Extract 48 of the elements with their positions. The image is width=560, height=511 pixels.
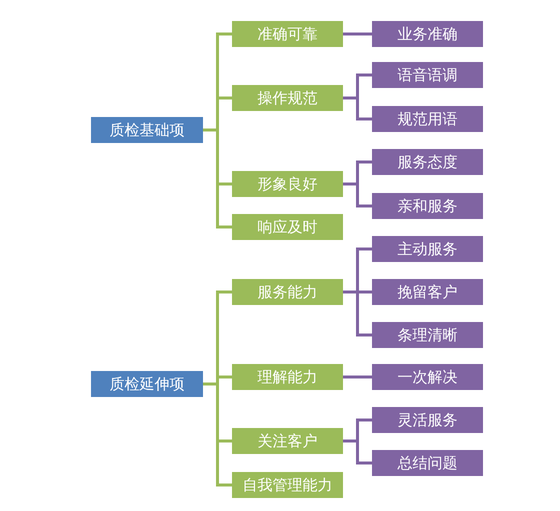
node-label: 挽留客户 [398, 284, 458, 300]
node-label: 业务准确 [398, 26, 458, 42]
node-label: 质检基础项 [110, 122, 184, 138]
item-box [372, 21, 483, 47]
criterion-box [232, 472, 343, 498]
criterion-box [232, 214, 343, 240]
node-label: 质检延伸项 [110, 376, 184, 392]
tree-connector [343, 32, 372, 36]
node-label: 理解能力 [258, 370, 318, 384]
node-label: 准确可靠 [258, 26, 318, 42]
item-box [372, 322, 483, 348]
node-label: 一次解决 [398, 370, 458, 384]
node-label: 关注客户 [258, 434, 318, 448]
item-box [372, 106, 483, 132]
node-label: 灵活服务 [398, 412, 458, 428]
item-box [372, 236, 483, 262]
node-label: 服务态度 [398, 154, 458, 170]
tree-connector [343, 440, 372, 464]
node-label: 亲和服务 [398, 198, 458, 214]
item-box [372, 149, 483, 175]
item-box [372, 407, 483, 433]
node-label: 响应及时 [258, 220, 318, 234]
node-label: 自我管理能力 [242, 478, 332, 492]
node-label: 总结问题 [398, 456, 458, 470]
tree-connector [343, 96, 372, 120]
item-box [372, 450, 483, 476]
node-label: 语音语调 [398, 68, 458, 82]
tree-connector [343, 290, 372, 336]
criterion-box [232, 85, 343, 111]
tree-connector [343, 376, 372, 378]
category-box [91, 371, 203, 397]
node-label: 操作规范 [258, 90, 318, 106]
criterion-box [232, 171, 343, 197]
item-box [372, 279, 483, 305]
criterion-box [232, 428, 343, 454]
tree-connector [343, 182, 372, 208]
node-label: 主动服务 [398, 242, 458, 256]
item-box [372, 62, 483, 88]
category-box [91, 117, 203, 143]
node-label: 形象良好 [258, 176, 318, 192]
criterion-box [232, 364, 343, 390]
node-label: 规范用语 [398, 112, 458, 126]
criterion-box [232, 21, 343, 47]
node-label: 服务能力 [258, 284, 318, 300]
criterion-box [232, 279, 343, 305]
item-box [372, 193, 483, 219]
node-label: 条理清晰 [398, 328, 458, 342]
item-box [372, 364, 483, 390]
